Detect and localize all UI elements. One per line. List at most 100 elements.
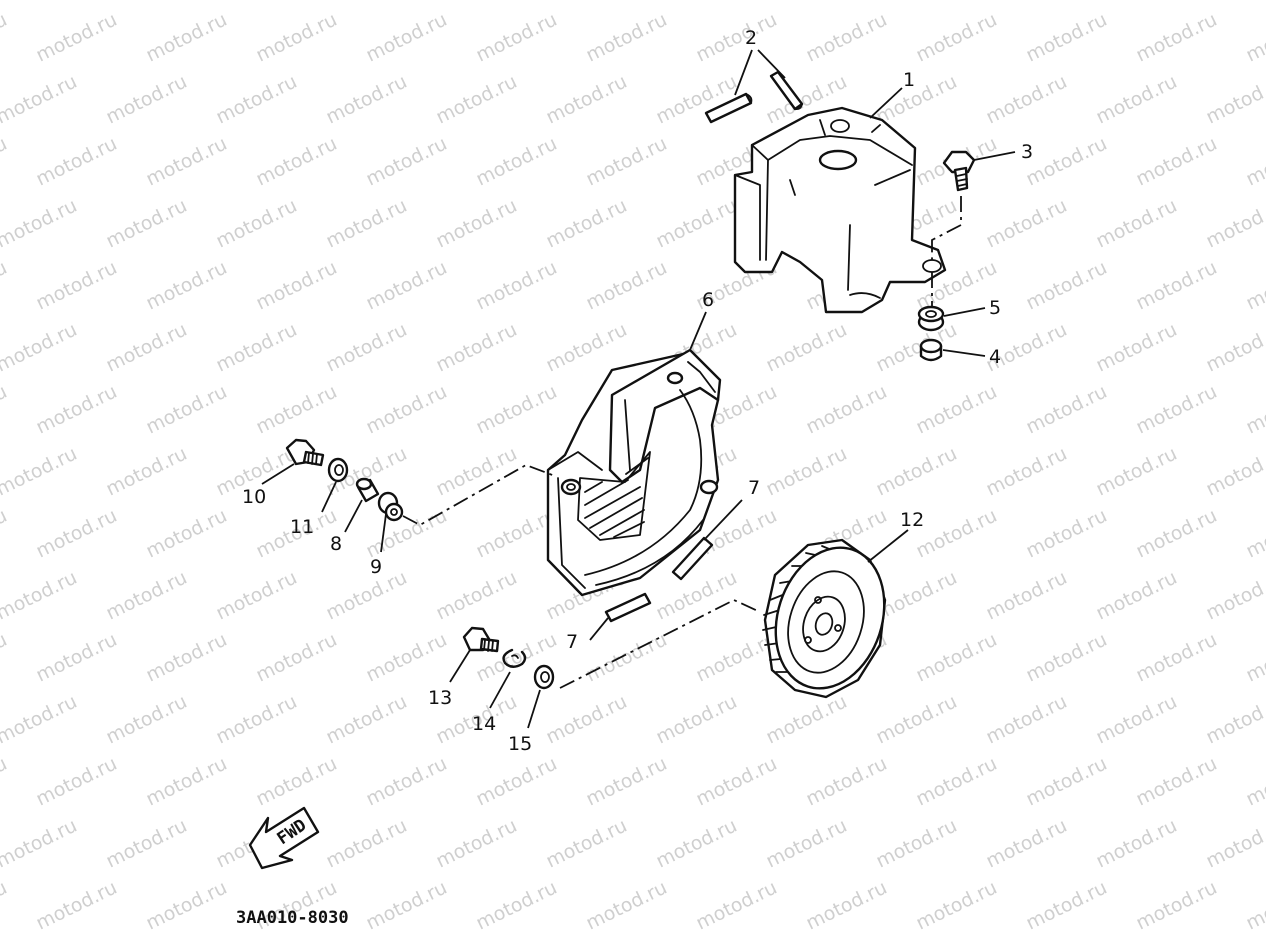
watermark-text: motod.ru (1093, 443, 1181, 501)
watermark-text: motod.ru (33, 9, 121, 67)
callout-13: 13 (428, 687, 452, 709)
watermark-text: motod.ru (983, 567, 1071, 625)
watermark-text: motod.ru (323, 815, 411, 873)
watermark-text: motod.ru (433, 71, 521, 129)
watermark-text: motod.ru (473, 133, 561, 191)
watermark-text: motod.ru (0, 381, 11, 439)
watermark-text: motod.ru (33, 133, 121, 191)
watermark-text: motod.ru (763, 0, 851, 4)
watermark-text: motod.ru (253, 629, 341, 687)
watermark-text: motod.ru (1023, 505, 1111, 563)
watermark-text: motod.ru (543, 195, 631, 253)
watermark-text: motod.ru (1243, 257, 1266, 315)
watermark-text: motod.ru (1203, 443, 1266, 501)
axis-line-flywheel (559, 599, 761, 689)
callout-9: 9 (370, 556, 382, 578)
part-4-collar (919, 338, 943, 362)
part-8-collar (355, 477, 380, 503)
watermark-text: motod.ru (1023, 381, 1111, 439)
watermark-text: motod.ru (213, 71, 301, 129)
watermark-text: motod.ru (543, 71, 631, 129)
callout-14: 14 (472, 713, 496, 735)
watermark-text: motod.ru (1243, 381, 1266, 439)
watermark-text: motod.ru (0, 815, 81, 873)
watermark-text: motod.ru (1243, 133, 1266, 191)
part-10-bolt (285, 438, 325, 467)
watermark-text: motod.ru (323, 195, 411, 253)
watermark-text: motod.ru (363, 753, 451, 811)
watermark-text: motod.ru (913, 505, 1001, 563)
watermark-text: motod.ru (1023, 877, 1111, 935)
watermark-text: motod.ru (1203, 71, 1266, 129)
part-1-shroud (733, 106, 947, 314)
callout-3: 3 (1021, 141, 1033, 163)
watermark-text: motod.ru (913, 877, 1001, 935)
watermark-text: motod.ru (1133, 877, 1221, 935)
watermark-text: motod.ru (1243, 753, 1266, 811)
watermark-text: motod.ru (323, 567, 411, 625)
watermark-text: motod.ru (583, 629, 671, 687)
watermark-text: motod.ru (473, 877, 561, 935)
watermark-text: motod.ru (103, 691, 191, 749)
watermark-text: motod.ru (103, 443, 191, 501)
watermark-text: motod.ru (0, 629, 11, 687)
watermark-text: motod.ru (33, 381, 121, 439)
callout-labels: 2 1 3 5 4 6 7 7 12 10 11 8 9 13 14 15 (242, 27, 1033, 755)
watermark-text: motod.ru (1093, 691, 1181, 749)
watermark-text: motod.ru (213, 0, 301, 4)
watermark-text: motod.ru (323, 0, 411, 4)
watermark-text: motod.ru (873, 0, 961, 4)
watermark-text: motod.ru (873, 691, 961, 749)
watermark-text: motod.ru (1133, 133, 1221, 191)
watermark-text: motod.ru (363, 877, 451, 935)
watermark-text: motod.ru (763, 443, 851, 501)
watermark-text: motod.ru (913, 753, 1001, 811)
watermark-text: motod.ru (213, 567, 301, 625)
watermark-text: motod.ru (803, 381, 891, 439)
watermark-text: motod.ru (913, 629, 1001, 687)
watermark-text: motod.ru (213, 691, 301, 749)
watermark-text: motod.ru (803, 9, 891, 67)
watermark-text: motod.ru (143, 257, 231, 315)
callout-10: 10 (242, 486, 266, 508)
watermark-text: motod.ru (433, 319, 521, 377)
watermark-text: motod.ru (1023, 133, 1111, 191)
watermark-text: motod.ru (653, 0, 741, 4)
watermark-text: motod.ru (253, 9, 341, 67)
watermark-text: motod.ru (473, 753, 561, 811)
part-6-fan-housing (546, 348, 722, 597)
watermark-text: motod.ru (433, 567, 521, 625)
callout-12: 12 (900, 509, 924, 531)
watermark-text: motod.ru (33, 753, 121, 811)
watermark-text: motod.ru (913, 381, 1001, 439)
diagram-code: 3AA010-8030 (236, 908, 349, 928)
part-2-pins (704, 70, 804, 124)
fan-grille-hatch (584, 457, 649, 538)
watermark-text: motod.ru (543, 0, 631, 4)
part-12-flywheel (762, 538, 887, 699)
callout-8: 8 (330, 533, 342, 555)
watermark-text: motod.ru (33, 629, 121, 687)
watermark-text: motod.ru (103, 71, 191, 129)
watermark-text: motod.ru (33, 257, 121, 315)
watermark-text: motod.ru (983, 0, 1071, 4)
watermark-text: motod.ru (1023, 629, 1111, 687)
watermark-text: motod.ru (103, 815, 191, 873)
callout-1: 1 (903, 69, 915, 91)
watermark-text: motod.ru (323, 71, 411, 129)
watermark-text: motod.ru (33, 877, 121, 935)
watermark-text: motod.ru (1133, 629, 1221, 687)
watermark-text: motod.ru (363, 133, 451, 191)
watermark-text: motod.ru (983, 71, 1071, 129)
part-7-strip-upper (671, 536, 714, 581)
watermark-text: motod.ru (1093, 195, 1181, 253)
watermark-text: motod.ru (0, 567, 81, 625)
watermark-text: motod.ru (1243, 9, 1266, 67)
watermark-text: motod.ru (983, 195, 1071, 253)
watermark-text: motod.ru (363, 9, 451, 67)
watermark-text: motod.ru (1093, 567, 1181, 625)
watermark-text: motod.ru (1093, 71, 1181, 129)
watermark-text: motod.ru (1133, 753, 1221, 811)
watermark-text: motod.ru (143, 753, 231, 811)
